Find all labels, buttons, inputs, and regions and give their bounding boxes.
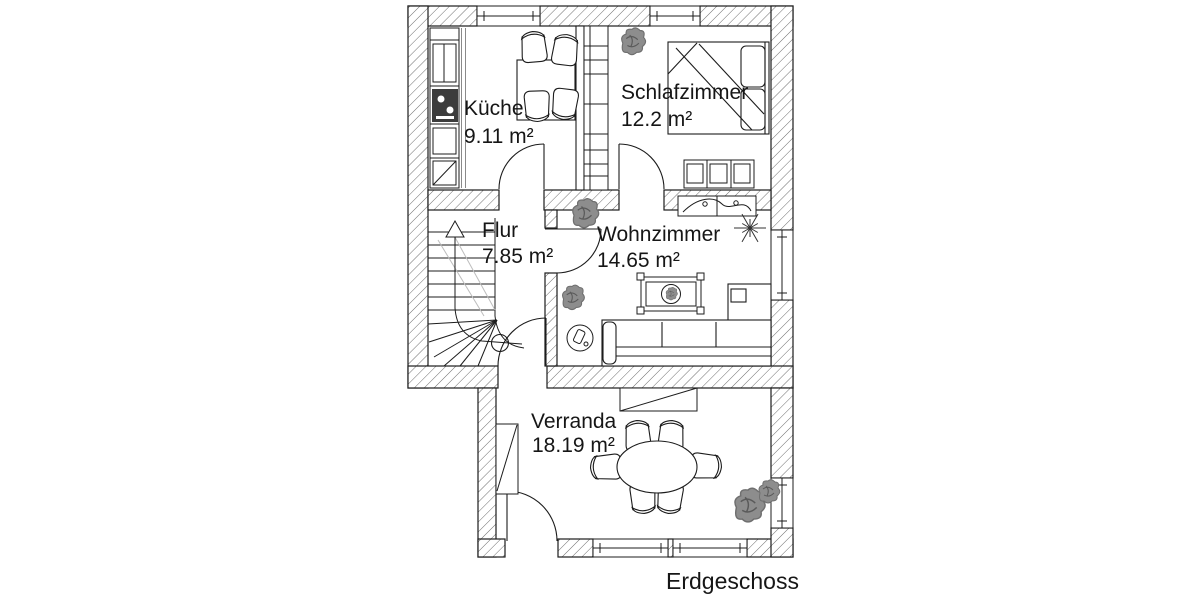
area-wohnzimmer: 14.65 m² xyxy=(597,249,680,272)
dresser xyxy=(683,159,755,189)
staircase xyxy=(427,218,525,367)
area-schlafzimmer: 12.2 m² xyxy=(621,108,692,131)
veranda-mat xyxy=(619,387,698,412)
pillow xyxy=(740,45,766,88)
wall-veranda-left xyxy=(477,387,497,558)
kitchen-chair xyxy=(519,29,549,64)
window-schlafzimmer-top xyxy=(649,5,701,27)
wall-flur-wohn-1 xyxy=(544,209,558,229)
kitchen-dining-set xyxy=(516,29,580,123)
sofa-main xyxy=(601,319,772,367)
veranda-dining-set xyxy=(589,419,723,516)
wall-flur-wohn-2 xyxy=(544,272,558,367)
wall-right-1 xyxy=(770,5,794,231)
label-veranda: Verranda xyxy=(531,410,617,433)
wardrobe xyxy=(583,25,609,191)
area-kueche: 9.11 m² xyxy=(464,125,534,148)
wall-veranda-right-2 xyxy=(770,527,794,558)
kitchen-chair xyxy=(550,32,580,67)
wall-left xyxy=(407,5,429,389)
window-kueche-top xyxy=(476,5,541,27)
windows xyxy=(476,5,794,558)
doors xyxy=(490,143,665,542)
veranda-table xyxy=(616,440,698,494)
sofa xyxy=(601,283,772,367)
wall-veranda-right-1 xyxy=(770,387,794,479)
bed xyxy=(667,41,770,135)
label-kueche: Küche xyxy=(464,97,524,120)
door-kueche xyxy=(498,143,545,190)
wall-veranda-bottom-1 xyxy=(477,538,506,558)
door-flur-veranda xyxy=(490,317,547,367)
walls xyxy=(407,5,794,558)
window-veranda-bottom-2 xyxy=(672,538,748,558)
kitchen-chair xyxy=(523,90,551,123)
window-veranda-bottom-1 xyxy=(592,538,669,558)
wall-veranda-bottom-3 xyxy=(667,538,674,558)
wall-veranda-bottom-2 xyxy=(557,538,594,558)
floor-title: Erdgeschoss xyxy=(666,568,799,594)
wall-mid-1 xyxy=(427,189,500,211)
kitchen-counter xyxy=(429,27,466,189)
area-flur: 7.85 m² xyxy=(482,245,553,268)
wall-bottom-main-2 xyxy=(546,365,794,389)
sofa-armrest xyxy=(602,321,617,365)
door-schlafzimmer xyxy=(618,143,665,190)
veranda-shelf-board xyxy=(495,423,519,495)
room-labels: Küche 9.11 m² Schlafzimmer 12.2 m² Flur … xyxy=(464,81,748,457)
label-schlafzimmer: Schlafzimmer xyxy=(621,81,748,104)
label-flur: Flur xyxy=(482,219,518,242)
door-wohnzimmer xyxy=(545,228,602,274)
window-wohnzimmer-right xyxy=(770,229,794,301)
stair-direction-arrow xyxy=(445,219,523,345)
area-veranda: 18.19 m² xyxy=(532,434,615,457)
sideboard xyxy=(677,195,757,217)
pillow xyxy=(740,88,766,131)
wall-top-2 xyxy=(539,5,651,27)
kitchen-chair xyxy=(550,87,580,122)
wall-bottom-main-1 xyxy=(407,365,499,389)
side-table xyxy=(566,324,594,352)
label-wohnzimmer: Wohnzimmer xyxy=(597,223,720,246)
